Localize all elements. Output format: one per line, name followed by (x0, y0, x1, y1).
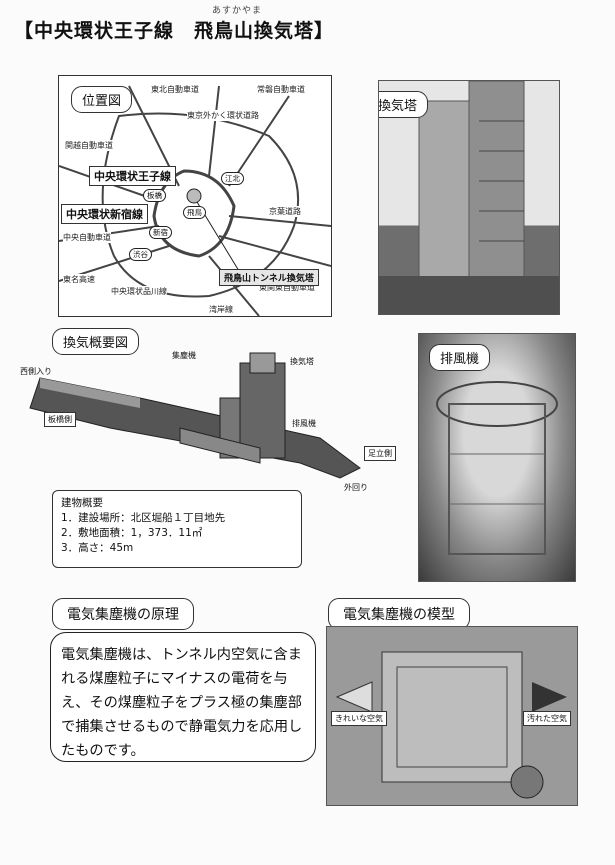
place-asuka: 飛鳥 (183, 206, 206, 219)
place-shinjuku: 新宿 (149, 226, 172, 239)
overview-item: 1．建設場所：北区堀船１丁目地先 (61, 512, 226, 524)
schematic-east: 外回り (344, 483, 368, 492)
model-clean-air: きれいな空気 (331, 711, 387, 726)
tower-photo: 換気塔 (378, 80, 560, 315)
fan-illustration (436, 381, 558, 555)
road-joban: 常磐自動車道 (257, 84, 305, 95)
place-itabashi: 板橋 (143, 189, 166, 202)
road-higashi-kanto: 東関東自動車道 (259, 282, 315, 293)
line-shinjuku: 中央環状新宿線 (61, 204, 148, 224)
schematic-tower: 換気塔 (290, 357, 314, 366)
model-dirty-air: 汚れた空気 (523, 711, 571, 726)
page-title: 【中央環状王子線 飛鳥山換気塔】 (14, 20, 335, 42)
schematic-label: 換気概要図 (52, 328, 140, 355)
line-oji: 中央環状王子線 (89, 166, 176, 186)
road-tomei: 東名高速 (63, 274, 95, 285)
schematic-dust-collector: 集塵機 (172, 351, 196, 360)
road-chuo: 中央自動車道 (63, 232, 111, 243)
road-wangan: 湾岸線 (209, 304, 233, 315)
tower-callout: 飛鳥山トンネル換気塔 (219, 269, 319, 286)
road-kanetsu: 関越自動車道 (65, 140, 113, 151)
location-map: 位置図 東北自動車道 常磐自動車道 東京外かく環状道路 関越自動車道 中央環状王… (58, 75, 332, 317)
road-tohoku: 東北自動車道 (151, 84, 199, 95)
road-gaikan: 東京外かく環状道路 (187, 110, 259, 121)
principle-label: 電気集塵機の原理 (52, 598, 194, 630)
model-label: 電気集塵機の模型 (328, 598, 470, 630)
schematic-adachi: 足立側 (364, 446, 396, 461)
schematic-exhaust-fan: 排風機 (292, 419, 316, 428)
building-overview: 建物概要 1．建設場所：北区堀船１丁目地先 2．敷地面積：1，373．11㎡ 3… (52, 490, 302, 568)
overview-item: 2．敷地面積：1，373．11㎡ (61, 527, 203, 539)
title-ruby: あすかやま (212, 6, 263, 16)
overview-item: 3．高さ：45m (61, 542, 134, 554)
schematic-itabashi: 板橋側 (44, 412, 76, 427)
fan-photo: 排風機 (418, 333, 576, 582)
model-illustration (335, 651, 567, 799)
model-photo: きれいな空気 汚れた空気 (326, 626, 578, 806)
schematic-drawing (29, 352, 361, 479)
tower-label: 換気塔 (379, 91, 429, 118)
principle-text: 電気集塵機は、トンネル内空気に含まれる煤塵粒子にマイナスの電荷を与え、その煤塵粒… (50, 632, 316, 762)
place-shibuya: 渋谷 (129, 248, 152, 261)
road-keiyo: 京葉道路 (269, 206, 301, 217)
place-edokita: 江北 (221, 172, 244, 185)
ventilation-schematic: 集塵機 換気塔 排風機 西側入り 板橋側 足立側 外回り (20, 348, 396, 492)
map-label: 位置図 (71, 86, 133, 113)
tower-illustration (379, 81, 559, 314)
fan-label: 排風機 (429, 344, 491, 371)
line-shinagawa: 中央環状品川線 (111, 286, 167, 297)
overview-heading: 建物概要 (61, 497, 103, 509)
schematic-west: 西側入り (20, 367, 52, 376)
